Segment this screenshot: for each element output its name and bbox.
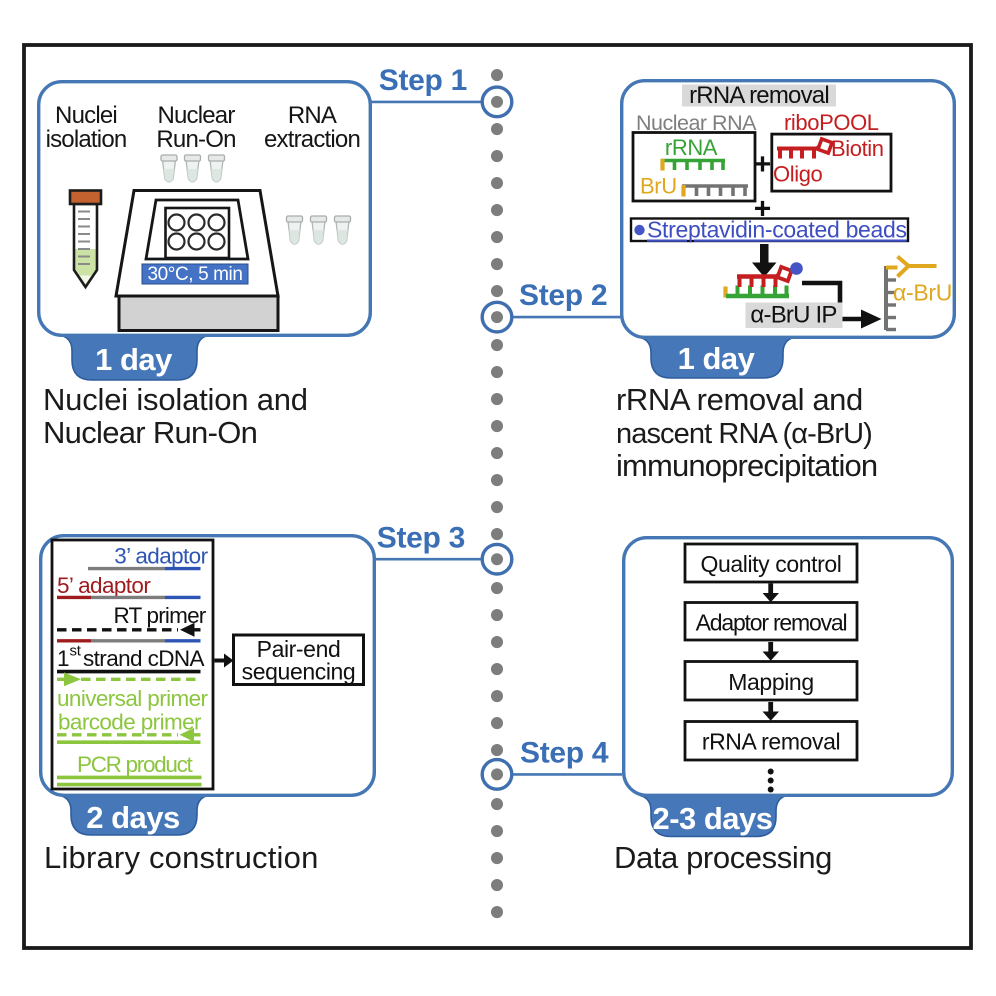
panel-step2: rRNA removal Nuclear RNA riboPOOL rRNA B… — [620, 78, 957, 340]
panel-step4: Quality control Adaptor removal Mapping … — [622, 536, 955, 798]
universal-primer-label: universal primer — [57, 686, 209, 711]
bead-dot-icon — [634, 224, 645, 236]
rt-primer-arrow-icon — [57, 622, 201, 637]
plus-sign-2: + — [754, 193, 772, 226]
flow-box-adaptor-removal: Adaptor removal — [683, 601, 859, 642]
caption-step3-line1: Library construction — [44, 840, 319, 875]
duration-step3: 2 days — [86, 800, 180, 835]
step2-label: Step 2 — [519, 279, 607, 312]
duration-tag-step2 — [639, 336, 795, 379]
panel-step1: Nuclei isolation Nuclear Run-On RNA extr… — [37, 79, 373, 338]
cdna-label-rest: strand cDNA — [83, 646, 205, 671]
hybrid-duplex-icon — [723, 262, 803, 299]
label-nuclei-1: Nuclei — [55, 102, 117, 129]
nuclear-rna-label: Nuclear RNA — [636, 111, 757, 135]
ip-elbow-arrow-icon — [802, 280, 882, 329]
pcr-product-label: PCR product — [77, 752, 194, 777]
flow-ellipsis-icon — [767, 768, 774, 793]
universal-primer-arrow-icon — [57, 672, 201, 687]
oligo-label: Oligo — [773, 162, 823, 187]
down-arrow-icon — [752, 244, 777, 277]
timeline-node-step4 — [480, 757, 514, 791]
caption-step2-line1: rRNA removal and — [616, 382, 863, 417]
title-highlight — [682, 84, 836, 107]
cdna-label-num: 1 — [57, 646, 69, 671]
duration-tag-step1 — [60, 334, 209, 381]
caption-step2-line3: immunoprecipitation — [616, 448, 877, 483]
flow-label-rrna-removal: rRNA removal — [702, 729, 840, 755]
bru-strand-icon — [681, 184, 748, 197]
flow-box-mapping: Mapping — [683, 660, 859, 702]
biotin-label: Biotin — [831, 136, 884, 161]
label-runon-2: Run-On — [156, 126, 235, 153]
thermal-mixer-icon: 30°C, 5 min — [114, 189, 280, 332]
flow-arrow-2 — [762, 642, 779, 661]
timeline-node-step1 — [480, 85, 514, 119]
caption-step1-line1: Nuclei isolation and — [43, 382, 308, 417]
cdna-label-sup: st — [70, 643, 82, 660]
pcr-tubes-extraction-icon — [285, 215, 352, 245]
caption-step1-line2: Nuclear Run-On — [43, 415, 257, 450]
caption-step4-line1: Data processing — [614, 840, 832, 875]
label-rna-1: RNA — [288, 102, 337, 129]
duration-tag-step4 — [639, 794, 788, 838]
panel2-title: rRNA removal — [689, 82, 829, 109]
caption-step2-line2: nascent RNA (α-BrU) — [616, 418, 872, 450]
figure-border — [22, 43, 973, 950]
plus-sign-1: + — [754, 148, 772, 181]
sequencing-box: Pair-end sequencing — [232, 633, 365, 686]
antibody-y-icon — [886, 254, 937, 278]
step3-label: Step 3 — [377, 522, 465, 555]
temperature-bar — [141, 263, 249, 285]
flow-label-quality-control: Quality control — [700, 551, 841, 577]
ip-label: α-BrU IP — [750, 302, 836, 329]
panel-step3: 3’ adaptor 5’ adaptor RT primer 1 st str… — [39, 534, 377, 798]
ribopool-label: riboPOOL — [784, 110, 879, 135]
duration-step2: 1 day — [678, 341, 756, 376]
duration-step4: 2-3 days — [652, 801, 772, 836]
duration-tags — [59, 334, 795, 838]
bru-label: BrU — [640, 174, 677, 199]
timeline-node-step2 — [480, 300, 514, 334]
timeline-node-step3 — [480, 542, 514, 576]
timeline — [368, 69, 622, 943]
biotin-oligo-icon — [777, 136, 835, 159]
flow-box-quality-control: Quality control — [683, 542, 859, 584]
ribopool-box: Biotin Oligo — [770, 132, 893, 193]
flow-arrow-1 — [762, 583, 779, 603]
flow-arrow-3 — [762, 702, 779, 721]
flow-label-mapping: Mapping — [728, 669, 813, 695]
streptavidin-box: Streptavidin-coated beads — [629, 217, 910, 243]
library-diagram-box — [50, 538, 215, 791]
label-nuclei-2: isolation — [46, 126, 127, 153]
flow-box-rrna-removal: rRNA removal — [683, 720, 859, 762]
pcr-tubes-run-on-icon — [160, 154, 226, 183]
duration-tag-step3 — [59, 794, 209, 836]
barcode-primer-label: barcode primer — [58, 710, 202, 735]
sequencing-label-1: Pair-end — [257, 636, 341, 662]
adaptor5-label: 5’ adaptor — [57, 573, 151, 598]
flow-label-adaptor-removal: Adaptor removal — [696, 610, 847, 636]
rt-primer-label: RT primer — [114, 603, 207, 628]
rrna-label: rRNA — [665, 135, 718, 160]
adaptor3-label: 3’ adaptor — [114, 544, 208, 569]
temperature-label: 30°C, 5 min — [147, 264, 242, 285]
antibody-label: α-BrU — [893, 280, 952, 306]
ip-highlight — [745, 302, 843, 328]
streptavidin-label: Streptavidin-coated beads — [647, 217, 907, 243]
step1-label: Step 1 — [379, 64, 467, 97]
duration-step1: 1 day — [95, 342, 173, 377]
nuclear-rna-box: rRNA BrU — [631, 131, 757, 203]
label-runon-1: Nuclear — [157, 102, 235, 129]
step4-label: Step 4 — [520, 737, 609, 770]
sequencing-arrow-icon — [214, 653, 234, 668]
bead-on-duplex-icon — [790, 262, 803, 275]
falcon-tube-icon — [68, 189, 103, 290]
barcode-primer-arrow-icon — [57, 727, 201, 742]
sequencing-label-2: sequencing — [242, 659, 356, 685]
rrna-strand-icon — [660, 158, 725, 171]
label-rna-2: extraction — [264, 126, 360, 153]
antibody-ladder-icon: α-BrU — [884, 254, 952, 332]
